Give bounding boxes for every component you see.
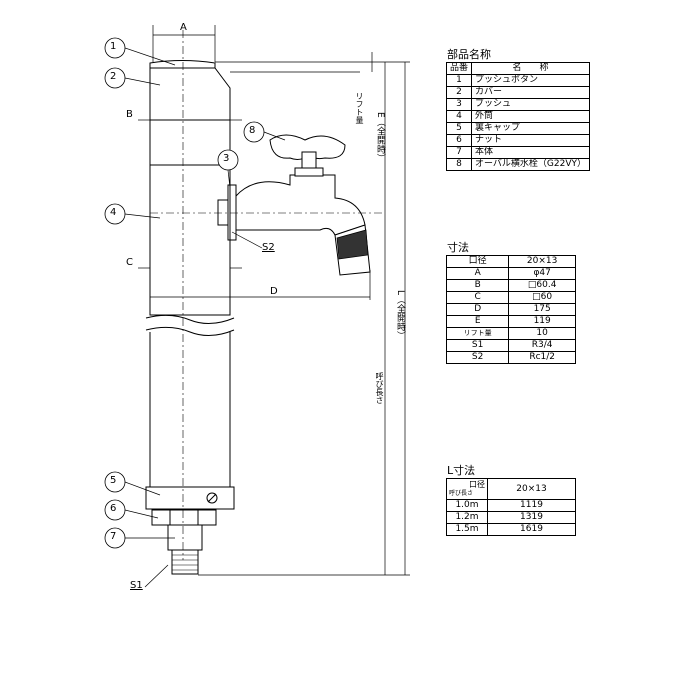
bushing [227, 184, 237, 241]
dims-header-value: 20×13 [508, 255, 576, 268]
l-label: 1.0m [446, 499, 488, 512]
l-value: 1319 [487, 511, 576, 524]
parts-name: カバー [471, 86, 591, 99]
dims-value: 119 [508, 315, 576, 328]
l-table-title: L寸法 [447, 464, 476, 477]
yobi-label: 呼び長さ [375, 372, 384, 404]
parts-name: 裏キャップ [471, 122, 591, 135]
parts-header-name: 名 称 [471, 62, 591, 75]
body [167, 524, 203, 551]
l-header-value: 20×13 [487, 478, 576, 500]
dims-label: D [445, 303, 510, 316]
l-header-diag: 口径 呼び長さ [446, 478, 488, 500]
dims-label: S2 [445, 351, 510, 364]
parts-no: 8 [445, 158, 473, 171]
dim-c-label: C [126, 257, 133, 268]
screw [206, 492, 218, 504]
parts-no: 5 [445, 122, 473, 135]
dims-value: R3/4 [508, 339, 576, 352]
parts-no: 3 [445, 98, 473, 111]
dims-value: 175 [508, 303, 576, 316]
parts-no: 7 [445, 146, 473, 159]
spout [235, 174, 366, 236]
dims-value: φ47 [508, 267, 576, 280]
dims-label: A [445, 267, 510, 280]
parts-table-title: 部品名称 [447, 48, 491, 61]
dims-label: C [445, 291, 510, 304]
dims-header-label: 口径 [445, 255, 510, 268]
l-label: 1.5m [446, 523, 488, 536]
nut [151, 509, 217, 526]
parts-no: 2 [445, 86, 473, 99]
l-header-bottom: 呼び長さ [449, 490, 474, 497]
s2-label: S2 [262, 242, 275, 253]
parts-no: 1 [445, 74, 473, 87]
dims-value: Rc1/2 [508, 351, 576, 364]
callout-8: 8 [249, 125, 256, 136]
dims-label: S1 [445, 339, 510, 352]
dim-l-label: L（全開時） [395, 290, 405, 341]
callout-5: 5 [110, 475, 117, 486]
parts-name: ナット [471, 134, 591, 147]
handle [269, 134, 346, 160]
callout-2: 2 [110, 71, 117, 82]
callout-1: 1 [110, 41, 117, 52]
parts-no: 6 [445, 134, 473, 147]
l-label: 1.2m [446, 511, 488, 524]
dim-e-label: E（全開時） [375, 112, 385, 163]
l-value: 1619 [487, 523, 576, 536]
cover [149, 67, 231, 121]
l-value: 1119 [487, 499, 576, 512]
dims-label: E [445, 315, 510, 328]
callout-4: 4 [110, 207, 117, 218]
parts-no: 4 [445, 110, 473, 123]
spout-tip-hatch [336, 229, 369, 260]
parts-name: 外筒 [471, 110, 591, 123]
lift-label: リフト量 [355, 92, 364, 124]
dim-d-label: D [270, 286, 278, 297]
parts-name: 本体 [471, 146, 591, 159]
dim-a-label: A [180, 22, 187, 33]
back-cap [145, 486, 235, 510]
push-button [149, 60, 216, 68]
callout-7: 7 [110, 531, 117, 542]
dims-value: 10 [508, 327, 576, 340]
dim-b-label: B [126, 109, 133, 120]
dims-value: □60 [508, 291, 576, 304]
dims-value: □60.4 [508, 279, 576, 292]
callout-6: 6 [110, 503, 117, 514]
parts-name: オーバル横水栓（G22VY） [471, 158, 591, 171]
dims-table-title: 寸法 [447, 241, 469, 254]
parts-name: プッシュボタン [471, 74, 591, 87]
dims-label: B [445, 279, 510, 292]
parts-header-no: 品番 [445, 62, 473, 75]
parts-name: ブッシュ [471, 98, 591, 111]
s1-label: S1 [130, 580, 143, 591]
l-header-top: 口径 [469, 480, 485, 489]
callout-3: 3 [223, 153, 230, 164]
dims-label: リフト量 [445, 327, 510, 340]
